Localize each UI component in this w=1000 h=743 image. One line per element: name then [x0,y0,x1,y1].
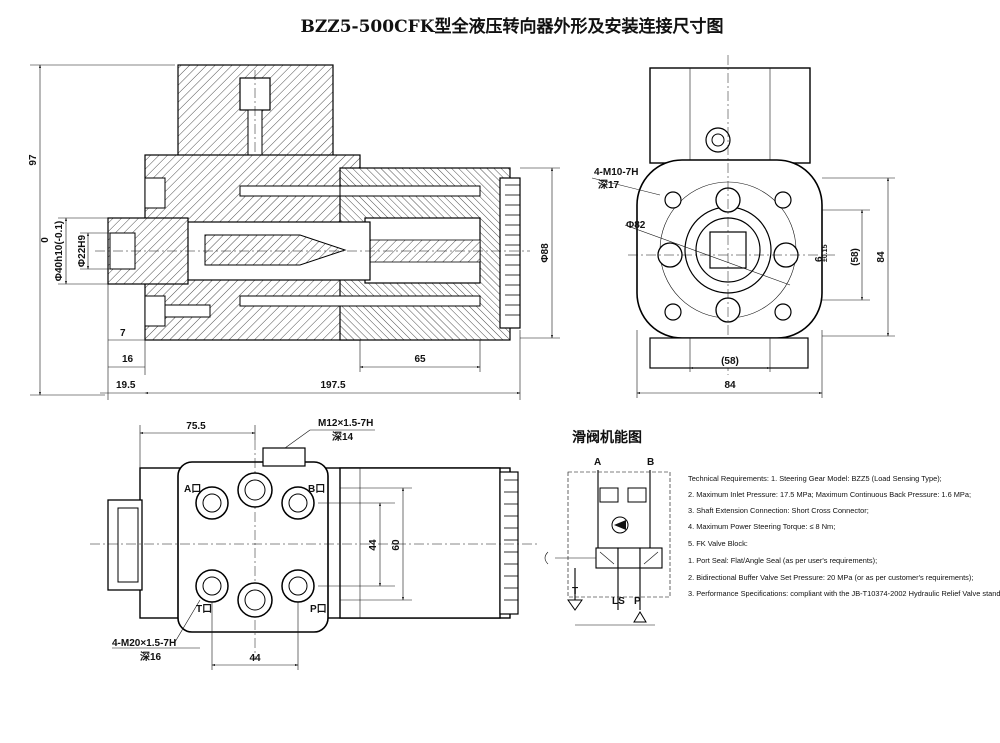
requirement-line: 2. Maximum Inlet Pressure: 17.5 MPa; Max… [688,490,971,499]
dim-44-horizontal: 44 [249,653,261,664]
schematic-label-t: T [572,586,578,597]
dim-d22: Φ22H9 [77,235,88,268]
dim-58-horizontal: (58) [721,356,739,367]
requirement-line: 5. FK Valve Block: [688,539,748,548]
schematic-label-a: A [594,457,601,468]
dim-60-vertical: 60 [391,539,402,551]
gear-teeth [505,184,520,316]
top-view: A口 B口 T口 P口 75.5 M12×1.5-7H 深14 44 60 4-… [90,418,540,670]
requirement-line: 4. Maximum Power Steering Torque: ≤ 8 Nm… [688,522,835,531]
port-t-label: T口 [196,604,212,615]
dim-16: 16 [122,354,134,365]
port-note-m12: M12×1.5-7H [318,418,373,429]
port-b-label: B口 [308,484,325,495]
side-section-view: 97 Φ40h10(-0.1) 0 Φ22H9 Φ88 7 16 65 19.5… [28,64,560,400]
dim-65: 65 [414,354,426,365]
dim-84-horizontal: 84 [724,380,736,391]
port-depth-14: 深14 [332,430,354,443]
port-p-label: P口 [310,604,327,615]
mount-depth-16: 深16 [140,650,162,663]
dim-197-5: 197.5 [320,380,345,391]
dim-spline-6: 6 [814,256,825,262]
dim-spline-tol: ±0.15 [822,244,829,262]
schematic-label-ls: LS [612,596,625,607]
dim-84-vertical: 84 [876,251,887,263]
port-a-label: A口 [184,484,201,495]
schematic-label-b: B [647,457,654,468]
front-end-view: 4-M10-7H 深17 Φ82 6 ±0.15 (58) 84 (58) 84 [591,55,895,398]
mount-note-m20: 4-M20×1.5-7H [112,638,176,649]
dim-pcd-82: Φ82 [626,220,646,231]
dim-d40: Φ40h10(-0.1) [54,221,65,281]
requirement-line: 3. Shaft Extension Connection: Short Cro… [688,506,869,515]
dim-7: 7 [120,328,126,339]
requirement-line: Technical Requirements: 1. Steering Gear… [688,474,942,483]
dim-19-5: 19.5 [116,380,136,391]
schematic-heading: 滑阀机能图 [572,429,642,446]
requirement-line: 2. Bidirectional Buffer Valve Set Pressu… [688,573,973,582]
dim-97: 97 [28,154,39,166]
dim-75-5: 75.5 [186,421,206,432]
hydraulic-schematic: 滑阀机能图 A B T LS P [544,429,671,626]
technical-requirements: Technical Requirements: 1. Steering Gear… [688,474,1000,598]
requirement-line: 3. Performance Specifications: compliant… [688,589,1000,598]
thread-depth-17: 深17 [598,178,620,191]
dim-58-vertical: (58) [850,248,861,266]
schematic-label-p: P [634,596,641,607]
requirement-line: 1. Port Seal: Flat/Angle Seal (as per us… [688,556,877,565]
dim-d88: Φ88 [540,243,551,263]
drawing-title: BZZ5-500CFK型全液压转向器外形及安装连接尺寸图 [301,16,724,37]
thread-note-m10: 4-M10-7H [594,167,638,178]
dim-44-vertical: 44 [368,539,379,551]
dim-d40-zero: 0 [40,237,51,243]
